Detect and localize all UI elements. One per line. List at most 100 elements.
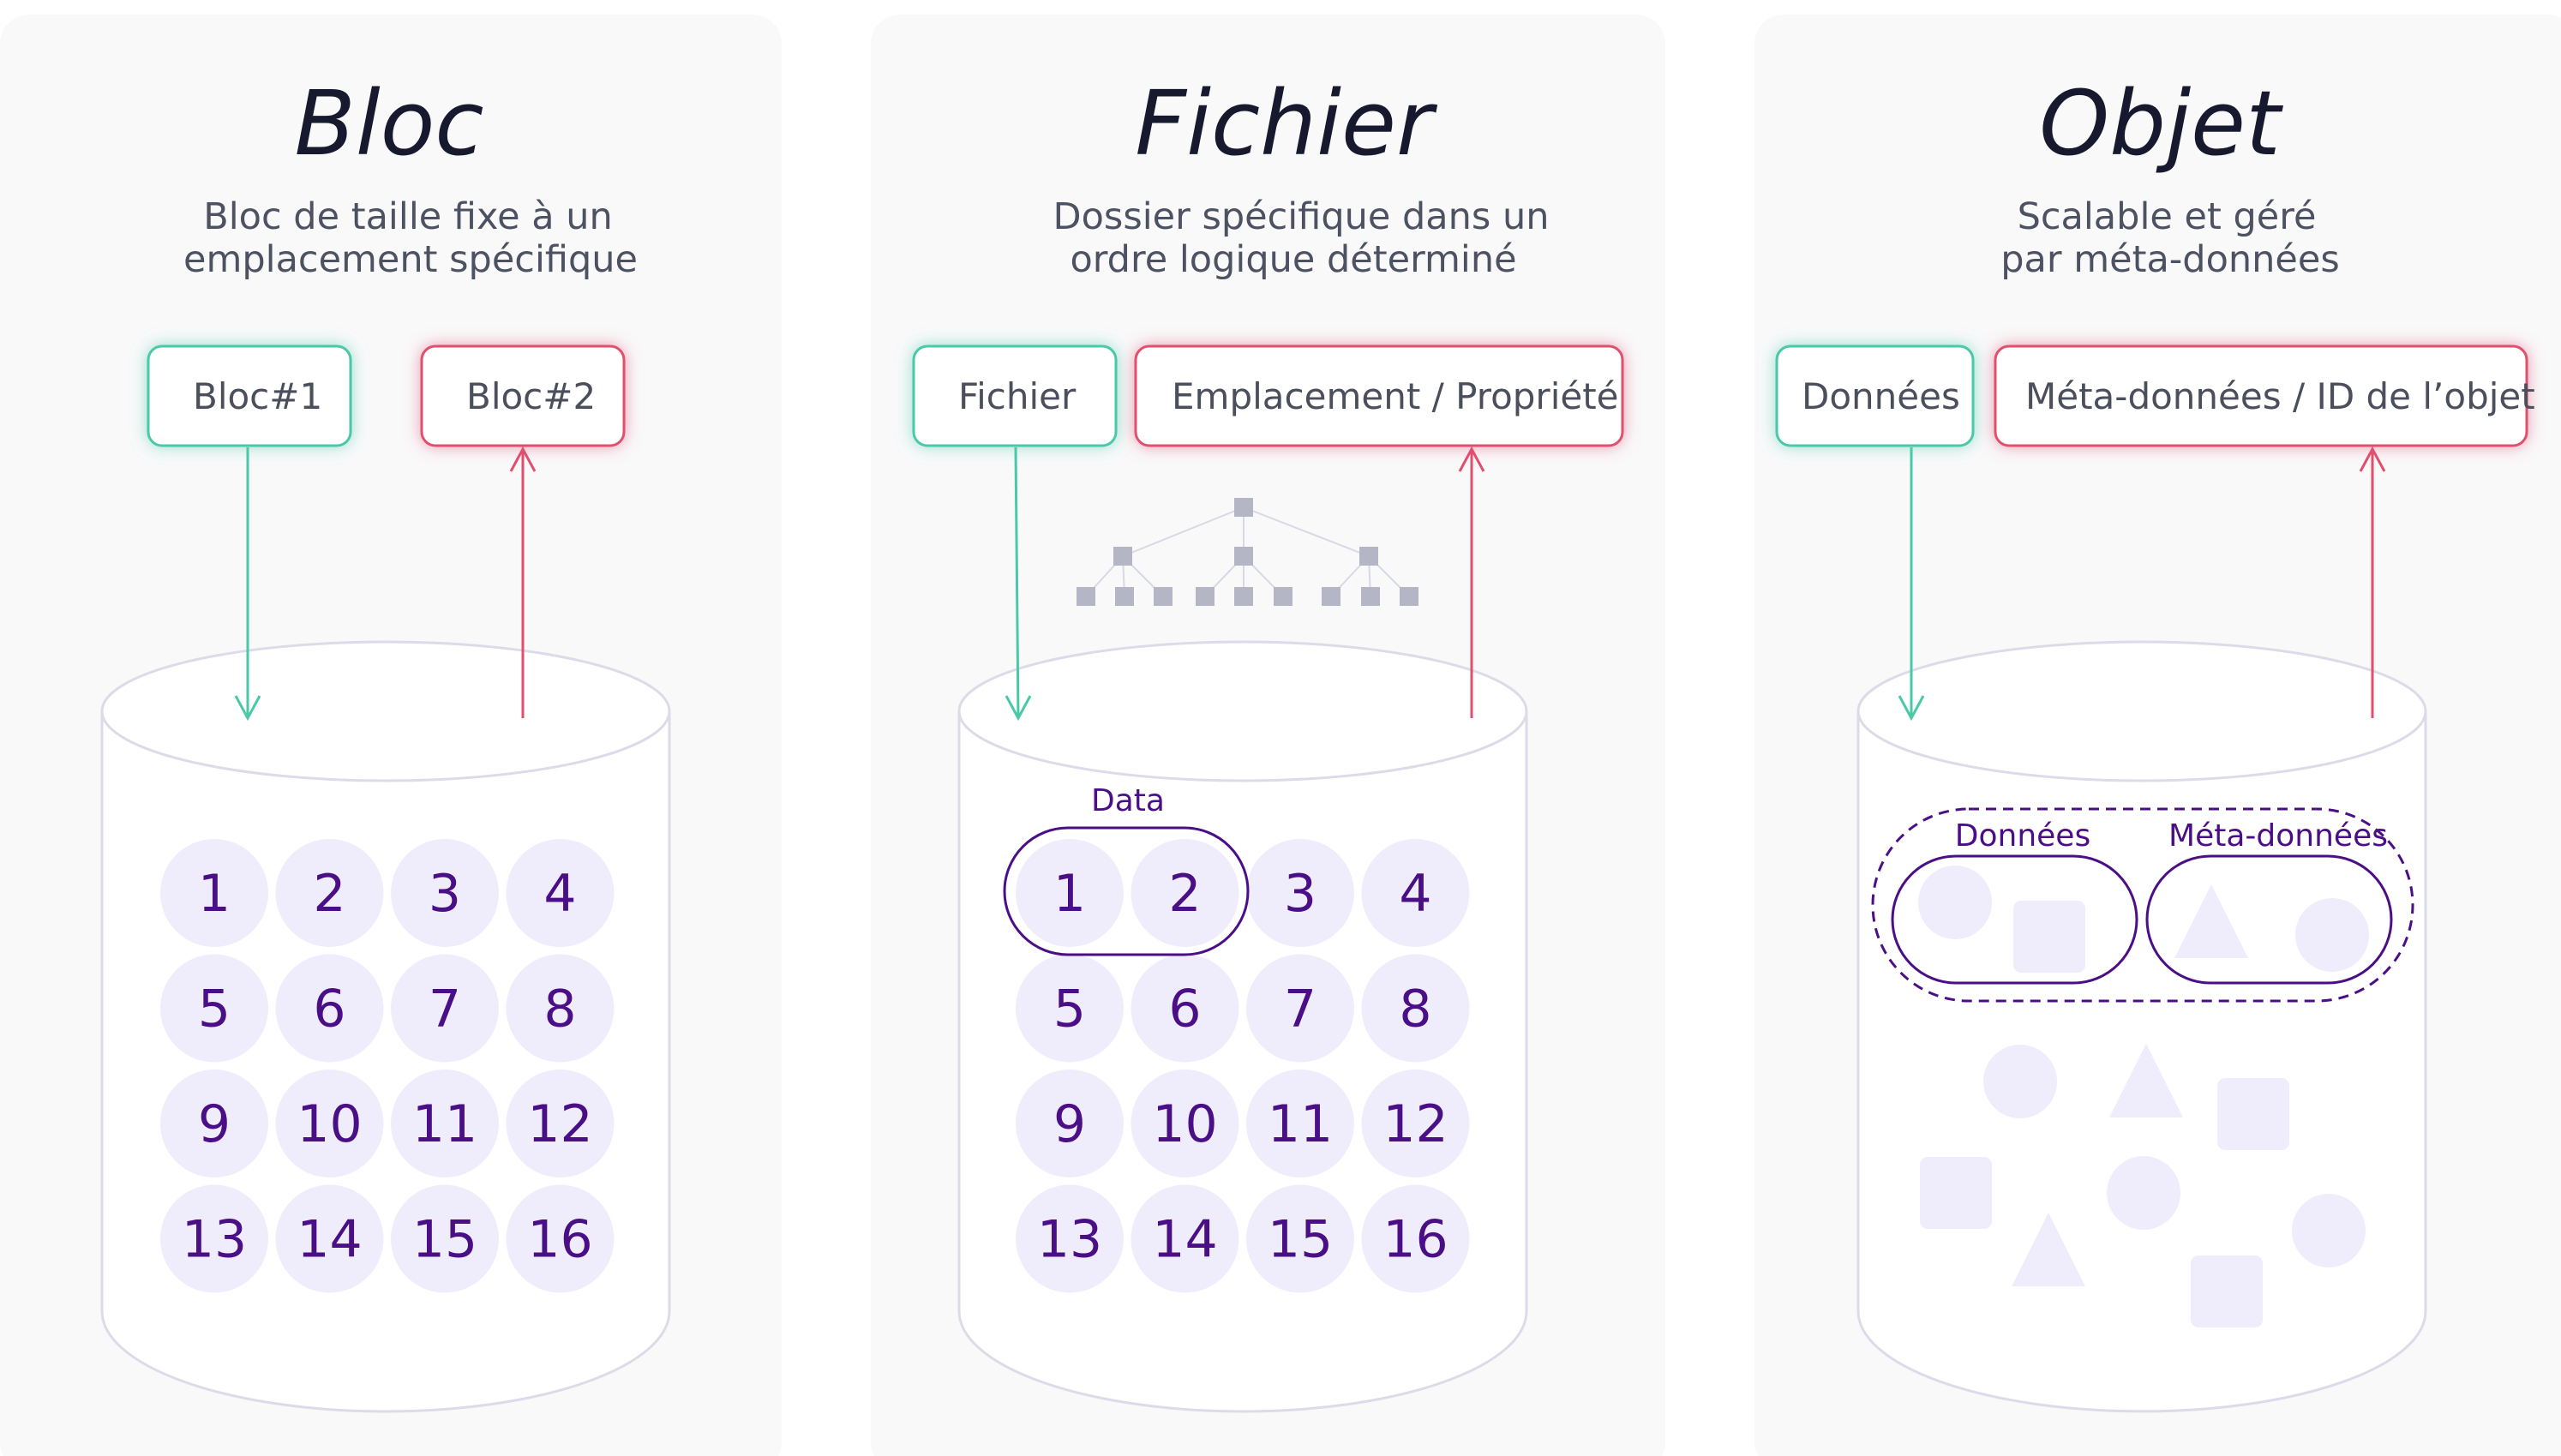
block-cell-circle [160,839,268,947]
block-cell: 12 [1361,1070,1470,1177]
block-cell-number: 9 [198,1094,231,1154]
circle-shape [1918,866,1992,939]
metadata-capsule-label: Méta-données [2168,818,2388,854]
block-cell-circle [1131,1184,1239,1293]
block-cell: 11 [1246,1070,1354,1177]
panel-subtitle-line2: ordre logique déterminé [1070,238,1516,281]
block-cell: 7 [391,954,499,1063]
block-cell-number: 16 [1382,1210,1448,1270]
block-cell: 6 [1131,954,1239,1063]
block-cell-number: 10 [297,1094,362,1154]
block-cell-circle [1246,954,1354,1063]
output-box-label: Bloc#2 [466,375,596,417]
block-cell-number: 9 [1053,1094,1086,1154]
block-cell-circle [1246,1184,1354,1293]
data-group-outline [1003,826,1250,956]
panel-subtitle-line1: Dossier spécifique dans un [1053,195,1550,238]
output-box-label: Méta-données / ID de l’objet [2025,375,2535,417]
input-box-label: Données [1802,375,1960,417]
block-cell: 5 [1016,954,1124,1063]
block-cell: 10 [1131,1070,1239,1177]
block-cell-number: 5 [198,980,231,1040]
block-cell-circle [1016,954,1124,1063]
write-arrow [1005,446,1032,722]
block-cell: 8 [1361,954,1470,1063]
block-cell-number: 13 [182,1210,247,1270]
block-cell: 4 [506,839,615,947]
panel-title: Fichier [1135,71,1438,176]
circle-shape [1983,1045,2057,1118]
block-cell-circle [160,1184,268,1293]
circle-shape [2295,898,2369,972]
block-cell-number: 8 [1399,980,1431,1040]
block-cell-circle [1361,954,1470,1063]
square-shape [2013,901,2085,973]
block-cell-circle [1131,1070,1239,1177]
block-cell-circle [1016,839,1124,947]
data-group-label: Data [1091,783,1165,818]
panel-subtitle-line1: Scalable et géré [2018,195,2317,238]
block-cell-number: 12 [1382,1094,1448,1154]
block-cell: 6 [275,954,384,1063]
block-cell: 1 [160,839,268,947]
block-cell-number: 16 [527,1210,592,1270]
panel-subtitle-line2: emplacement spécifique [183,238,638,281]
block-cell-circle [506,954,615,1063]
panel-title: Bloc [294,71,483,176]
panel-fichier: Fichier Dossier spécifique dans un ordre… [871,15,1665,1456]
block-cell-number: 12 [527,1094,592,1154]
block-cell-circle [391,954,499,1063]
object-shapes [1918,866,2369,1327]
circle-shape [2292,1194,2366,1267]
block-cell-circle [275,954,384,1063]
output-box-bloc2 [420,345,626,447]
block-cell: 8 [506,954,615,1063]
input-box-bloc1 [147,345,352,447]
block-cell: 11 [391,1070,499,1177]
block-cell-number: 11 [1268,1094,1333,1154]
block-cell-circle [1016,1184,1124,1293]
block-cell: 3 [1246,839,1354,947]
block-cell-circle [1246,839,1354,947]
block-cell-circle [1131,839,1239,947]
block-cell-circle [1016,1070,1124,1177]
block-cell: 14 [1131,1184,1239,1293]
block-cell-circle [1131,954,1239,1063]
block-cell: 9 [1016,1070,1124,1177]
block-cell-number: 13 [1037,1210,1102,1270]
block-cell: 16 [1361,1184,1470,1293]
block-cell: 10 [275,1070,384,1177]
triangle-shape [2012,1213,2085,1286]
block-cell-number: 7 [429,980,461,1040]
block-cell-number: 2 [1168,864,1201,924]
block-cell-number: 6 [1168,980,1201,1040]
block-cell: 13 [1016,1184,1124,1293]
output-box-label: Emplacement / Propriété [1172,375,1619,417]
block-cell-circle [391,1184,499,1293]
block-cell: 15 [1246,1184,1354,1293]
block-cell-circle [275,1184,384,1293]
block-cell: 13 [160,1184,268,1293]
block-cell: 9 [160,1070,268,1177]
block-cell-circle [1361,839,1470,947]
block-cell-number: 1 [1053,864,1086,924]
block-cell-number: 3 [429,864,461,924]
input-box-label: Bloc#1 [193,375,322,417]
block-cell-circle [275,1070,384,1177]
block-cell-number: 8 [543,980,576,1040]
data-capsule-label: Données [1955,818,2090,854]
block-cell: 1 [1016,839,1124,947]
block-cell: 16 [506,1184,615,1293]
block-cell: 7 [1246,954,1354,1063]
block-cell-number: 1 [198,864,231,924]
block-cell-number: 6 [313,980,345,1040]
block-cell: 5 [160,954,268,1063]
block-cell-number: 4 [1399,864,1431,924]
block-cell-circle [160,1070,268,1177]
block-cell: 15 [391,1184,499,1293]
block-cell-circle [1361,1184,1470,1293]
block-cell: 14 [275,1184,384,1293]
panel-title: Objet [2039,71,2283,176]
